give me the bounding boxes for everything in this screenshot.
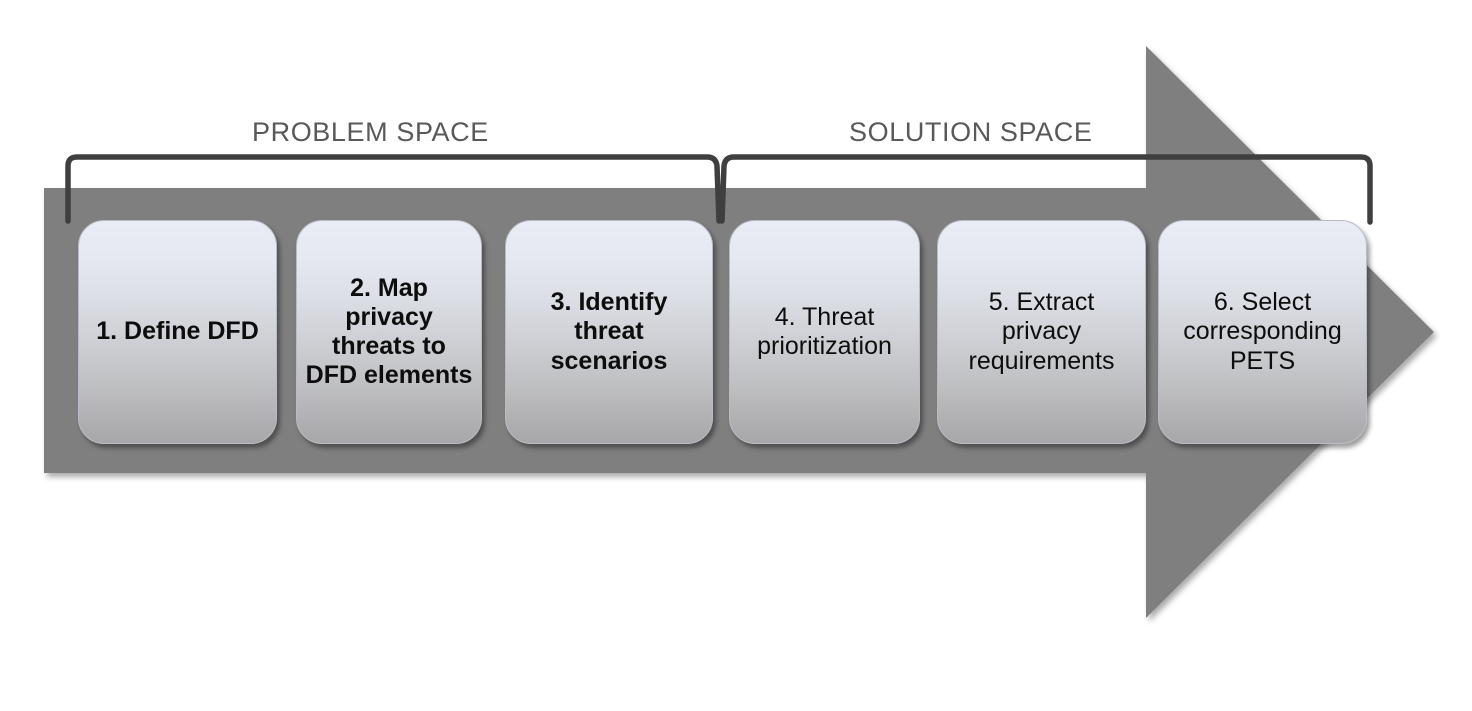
phase-label-solution-space: SOLUTION SPACE — [849, 117, 1093, 147]
step-label-5: 5. Extract privacy requirements — [968, 288, 1115, 375]
step-box-3[interactable]: 3. Identify threat scenarios — [505, 220, 713, 444]
step-label-3: 3. Identify threat scenarios — [550, 288, 668, 375]
step-label-4: 4. Threat prioritization — [757, 302, 892, 360]
step-box-6[interactable]: 6. Select corresponding PETS — [1158, 220, 1367, 444]
step-label-2: 2. Map privacy threats to DFD elements — [305, 273, 473, 390]
step-label-6: 6. Select corresponding PETS — [1183, 288, 1342, 375]
step-box-2[interactable]: 2. Map privacy threats to DFD elements — [296, 220, 482, 444]
phase-label-problem-space: PROBLEM SPACE — [252, 117, 489, 147]
step-label-1: 1. Define DFD — [96, 317, 259, 346]
step-box-4[interactable]: 4. Threat prioritization — [729, 220, 920, 444]
step-box-1[interactable]: 1. Define DFD — [78, 220, 277, 444]
step-box-5[interactable]: 5. Extract privacy requirements — [937, 220, 1146, 444]
